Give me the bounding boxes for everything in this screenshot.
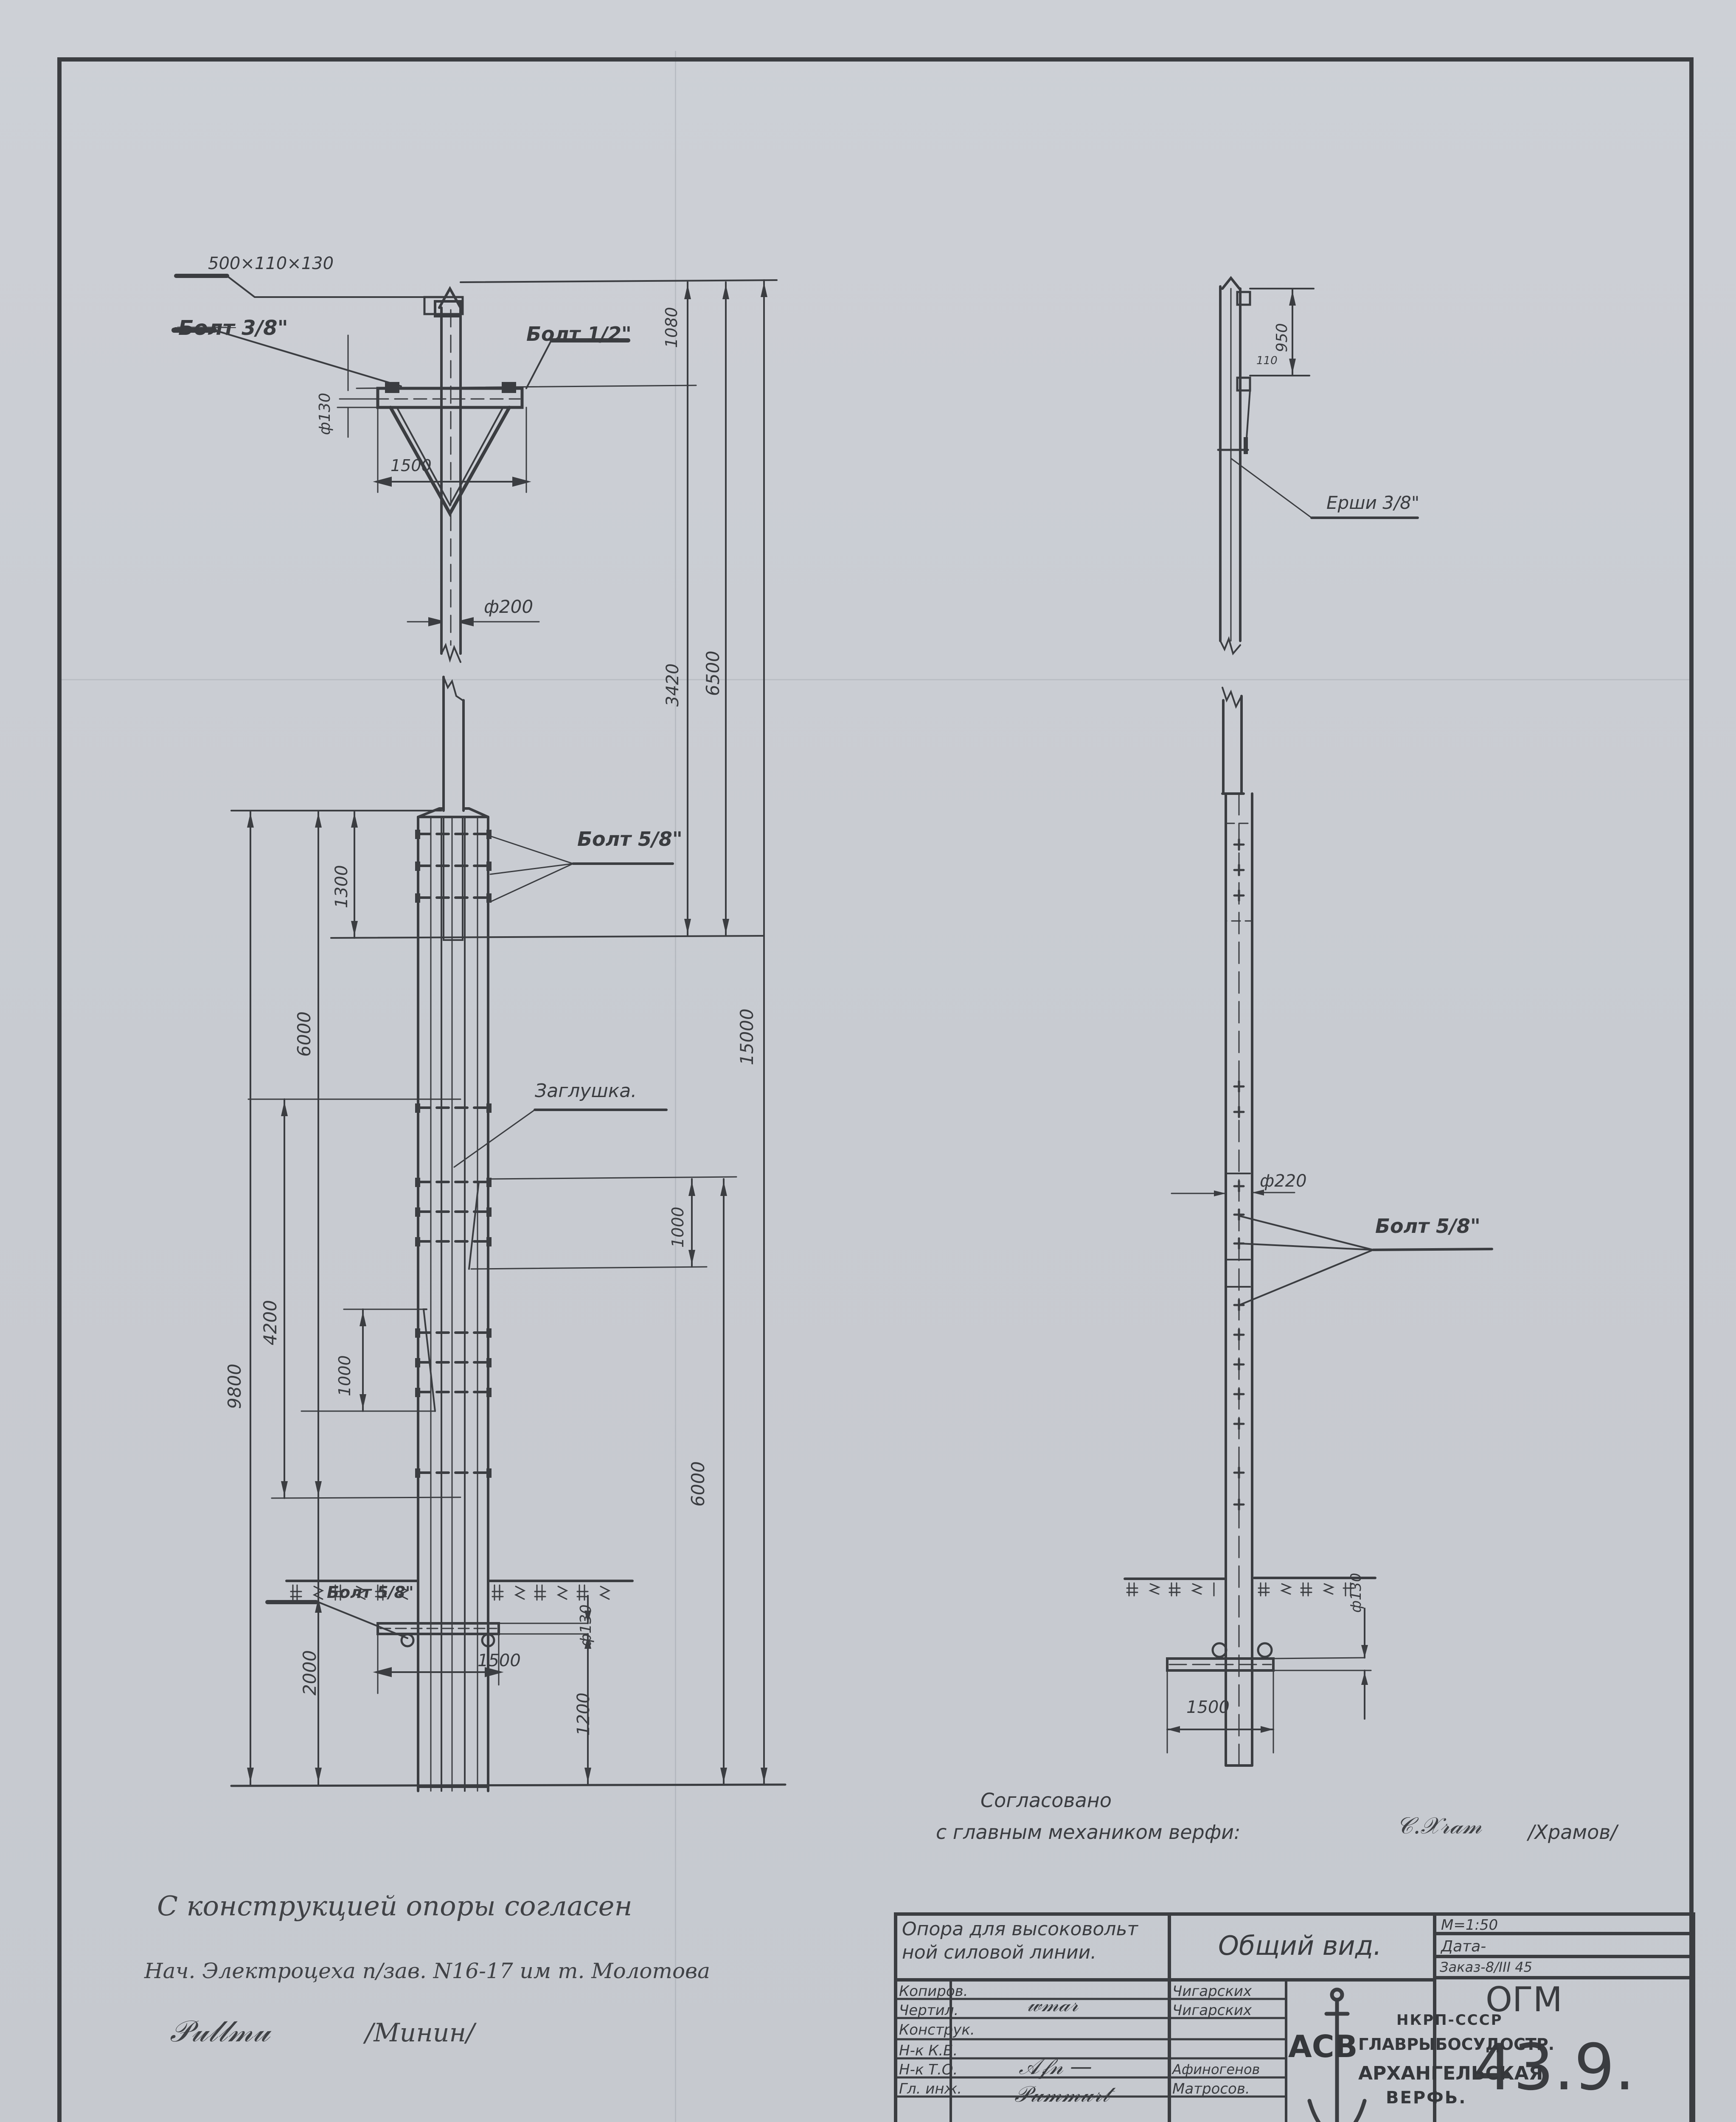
crossarm-diameter-label: ф130	[316, 393, 334, 435]
zaglushka-label: Заглушка.	[535, 1080, 637, 1102]
dim-1300-label: 1300	[332, 865, 351, 908]
approval-heading: Согласовано	[980, 1789, 1112, 1812]
approval-signer-name: /Храмов/	[1528, 1821, 1617, 1844]
title-object-name-line2: ной силовой линии.	[902, 1942, 1097, 1963]
bolt-1-2-label: Болт 1/2"	[526, 323, 632, 345]
title-block	[894, 1912, 1695, 2122]
sheet-border	[57, 57, 1694, 2122]
bolt-5-8-bottom-label: Болт 5/8"	[327, 1583, 414, 1602]
role-label: Чертил.	[899, 2002, 959, 2019]
role-name: Чигарских	[1172, 1983, 1252, 2000]
dim-1080-label: 1080	[662, 307, 681, 348]
paper-fold-line	[675, 51, 676, 2122]
crossarm-block-label: 500×110×130	[208, 254, 334, 273]
anchor-logo	[1307, 1987, 1367, 2122]
bottom-diameter-label: ф130	[577, 1604, 595, 1647]
role-label: Гл. инж.	[899, 2080, 962, 2097]
left-pole-view	[171, 274, 787, 1792]
role-label: Конструк.	[899, 2021, 975, 2038]
agreement-line-1: С конструкцией опоры согласен	[157, 1891, 632, 1922]
right-pole-view	[1124, 276, 1493, 1767]
title-date-label: Дата-	[1441, 1938, 1486, 1955]
dim-110-label: 110	[1256, 354, 1278, 367]
dim-4200-label: 4200	[260, 1300, 281, 1345]
dim-6500-label: 6500	[702, 651, 723, 696]
title-view-name: Общий вид.	[1218, 1930, 1382, 1961]
role-label: Н-к Т.О.	[899, 2061, 958, 2078]
dim-15000-label: 15000	[736, 1008, 757, 1065]
dim-6000-lower-label: 6000	[688, 1461, 708, 1507]
dim-1000-right-label: 1000	[669, 1207, 687, 1248]
role-label: Копиров.	[899, 1983, 968, 2000]
dim-6000-upper-label: 6000	[294, 1011, 315, 1057]
approval-signature: 𝒞.𝒳𝓇𝒶𝓂	[1396, 1812, 1482, 1839]
title-doc-number: 43.9.	[1473, 2031, 1635, 2105]
role-name: Матросов.	[1172, 2080, 1250, 2097]
agreement-signer-name: /Минин/	[365, 2018, 475, 2048]
agreement-signature: 𝒫𝓊𝓁𝓁𝓂𝓊	[170, 2014, 270, 2049]
org-line-2: ГЛАВРЫБОСУДОСТР.	[1358, 2035, 1555, 2054]
dim-2000-label: 2000	[299, 1650, 320, 1695]
approval-subheading: с главным механиком верфи:	[936, 1821, 1241, 1844]
org-logo-letters: АСВ	[1288, 2029, 1358, 2064]
dim-3420-label: 3420	[663, 663, 683, 707]
base-width-label: 1500	[478, 1651, 521, 1670]
bolt-5-8-label: Болт 5/8"	[577, 828, 683, 850]
role-name: Афиногенов	[1172, 2061, 1260, 2077]
org-line-4: ВЕРФЬ.	[1386, 2088, 1467, 2108]
title-object-name-line1: Опора для высоковольт	[902, 1918, 1138, 1940]
right-bottom-diameter-label: ф130	[1348, 1573, 1365, 1613]
crossarm-width-label: 1500	[390, 456, 432, 475]
bolt-3-8-label: Болт 3/8"	[178, 316, 288, 340]
signature-chief-engineer: 𝒫𝓊𝓂𝓂𝓊𝓇𝓉	[1014, 2082, 1110, 2107]
right-base-width-label: 1500	[1186, 1698, 1230, 1717]
title-order-label: Заказ-8/III 45	[1440, 1959, 1532, 1975]
right-bolt-5-8-label: Болт 5/8"	[1375, 1215, 1480, 1238]
ershi-label: Ерши 3/8"	[1326, 492, 1420, 513]
signature-copier: 𝓌𝓂𝒶𝓇	[1027, 1993, 1079, 2016]
role-label: Н-к К.Б.	[899, 2042, 958, 2059]
dim-1200-label: 1200	[574, 1693, 593, 1736]
dim-9800-label: 9800	[224, 1364, 245, 1409]
right-pole-diameter-label: ф220	[1260, 1171, 1307, 1191]
agreement-line-2: Нач. Электроцеха п/зав. N16-17 им т. Мол…	[144, 1959, 710, 1983]
org-line-1: НКРП-СССР	[1396, 2012, 1503, 2029]
role-name: Чигарских	[1172, 2002, 1252, 2019]
title-doc-code: ОГМ	[1486, 1980, 1562, 2019]
org-line-3: АРХАНГЕЛЬСКАЯ	[1358, 2063, 1543, 2084]
pole-diameter-label: ф200	[484, 596, 534, 617]
signature-head-to: 𝒜𝒻𝓃 —	[1019, 2054, 1092, 2080]
paper-fold-line	[59, 679, 1689, 680]
title-scale: М=1:50	[1441, 1917, 1498, 1934]
dim-950-label: 950	[1273, 323, 1291, 352]
dim-1000-left-label: 1000	[335, 1355, 354, 1396]
